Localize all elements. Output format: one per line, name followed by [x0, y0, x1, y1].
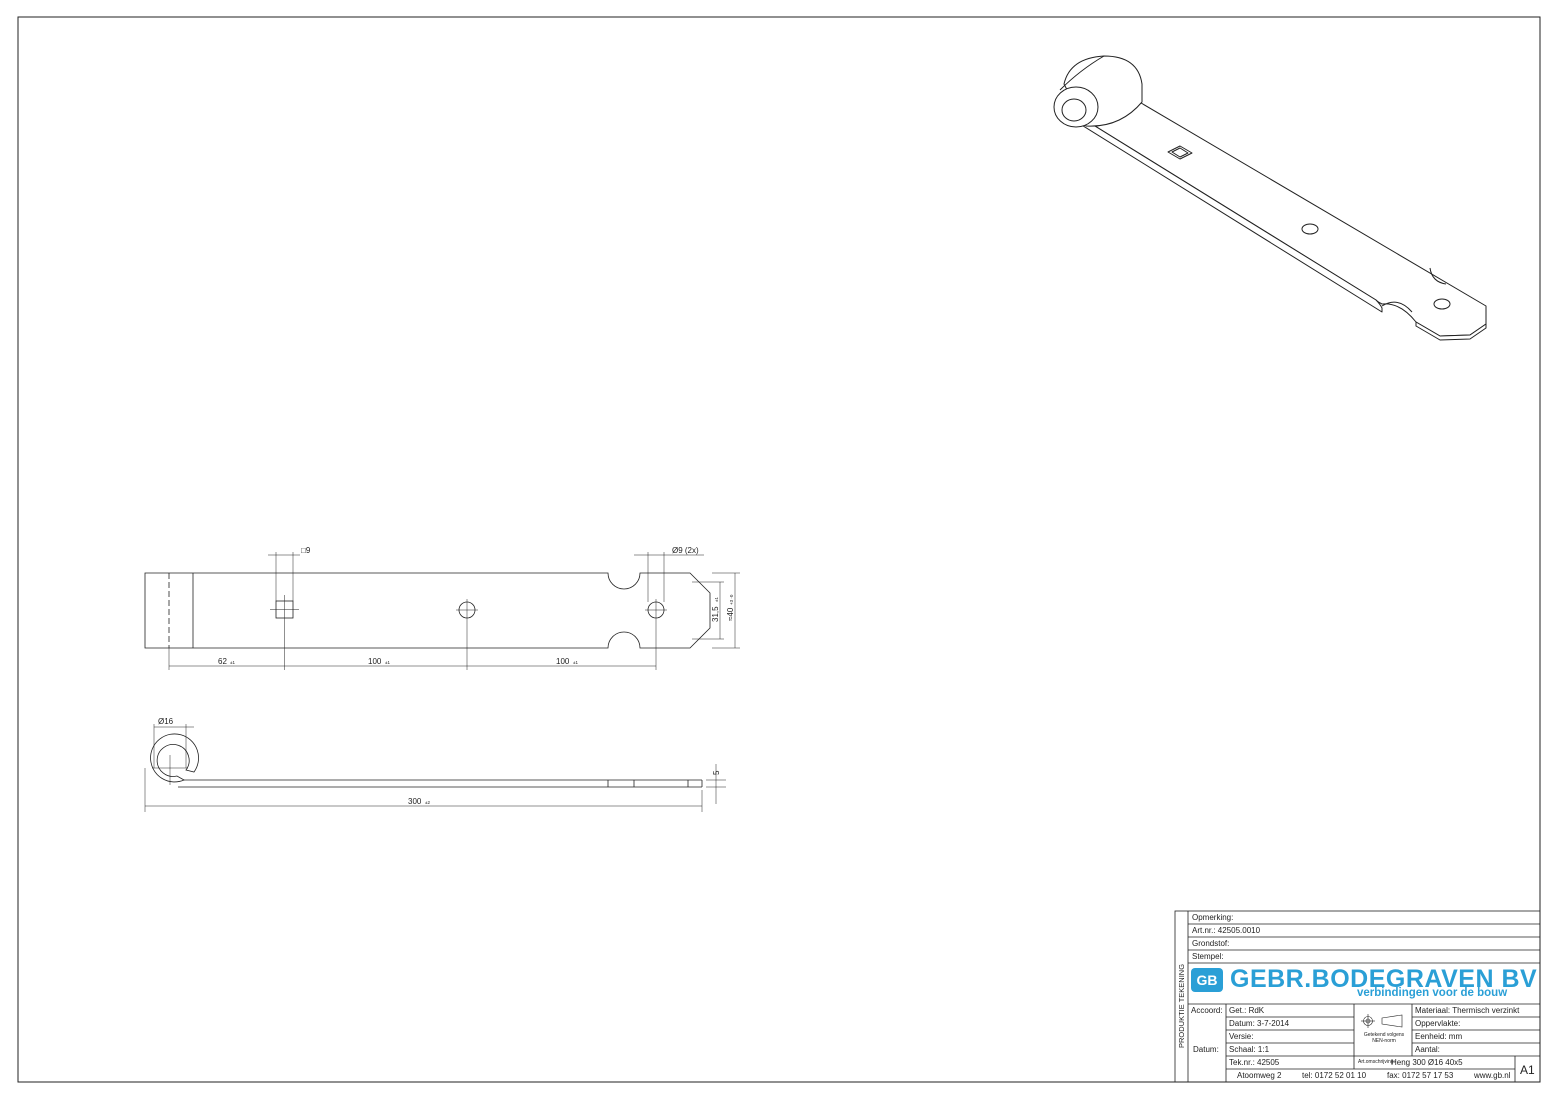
- drawing-number: Tek.nr.: 42505: [1229, 1058, 1280, 1067]
- side-view: [150, 733, 703, 788]
- stamp-field: Stempel:: [1192, 952, 1224, 961]
- dim-seg3: 100: [556, 657, 570, 666]
- unit-field: Eenheid: mm: [1415, 1032, 1463, 1041]
- company-phone: tel: 0172 52 01 10: [1302, 1071, 1367, 1080]
- isometric-view: [1053, 55, 1487, 341]
- remark-field: Opmerking:: [1192, 913, 1234, 922]
- article-description: Heng 300 Ø16 40x5: [1391, 1058, 1463, 1067]
- title-block-grid: [1174, 910, 1541, 1083]
- surface-field: Oppervlakte:: [1415, 1019, 1461, 1028]
- top-view-dimensions: [168, 552, 740, 670]
- drawing-date: Datum: 3-7-2014: [1229, 1019, 1290, 1028]
- dim-length: 300: [408, 797, 422, 806]
- approval-date-label: Datum:: [1193, 1045, 1219, 1054]
- approval-label: Accoord:: [1191, 1006, 1223, 1015]
- nen-norm-note: Getekend volgens NEN-norm: [1363, 1032, 1405, 1044]
- dim-seg1: 62: [218, 657, 227, 666]
- company-slogan: verbindingen voor de bouw: [1357, 987, 1508, 999]
- dim-width-inner: 31,5: [711, 606, 720, 622]
- scale-field: Schaal: 1:1: [1229, 1045, 1270, 1054]
- dim-seg2: 100: [368, 657, 382, 666]
- company-website: www.gb.nl: [1474, 1071, 1511, 1080]
- side-view-dimensions: [144, 724, 726, 812]
- dim-eye-diameter: Ø16: [158, 717, 174, 726]
- sheet-border: [17, 16, 1541, 1083]
- raw-material-field: Grondstof:: [1192, 939, 1230, 948]
- article-number: Art.nr.: 42505.0010: [1192, 926, 1261, 935]
- dim-thickness: 5: [712, 770, 721, 775]
- material-field: Materiaal: Thermisch verzinkt: [1415, 1006, 1520, 1015]
- version-field: Versie:: [1229, 1032, 1254, 1041]
- company-address: Atoomweg 2: [1237, 1071, 1282, 1080]
- dim-width-outer-tol: +3 -0: [729, 594, 734, 605]
- dim-width-outer: ≈40: [726, 607, 735, 621]
- projection-symbol-icon: [1361, 1014, 1403, 1028]
- company-name: GEBR.BODEGRAVEN BV: [1230, 965, 1538, 993]
- production-drawing-label: PRODUKTIE TEKENING: [1177, 963, 1186, 1048]
- dim-square-hole: □9: [301, 546, 311, 555]
- dim-seg1-tol: ±1: [230, 660, 235, 665]
- description-label: Art.omschrijving:: [1358, 1059, 1395, 1065]
- top-view: [144, 572, 711, 649]
- dim-length-tol: ±2: [425, 800, 430, 805]
- company-logo-icon: GB: [1191, 968, 1223, 992]
- dim-width-inner-tol: ±1: [714, 597, 719, 602]
- sheet-format: A1: [1520, 1063, 1535, 1077]
- dim-seg2-tol: ±1: [385, 660, 390, 665]
- dim-seg3-tol: ±1: [573, 660, 578, 665]
- dim-round-holes: Ø9 (2x): [672, 546, 699, 555]
- company-fax: fax: 0172 57 17 53: [1387, 1071, 1454, 1080]
- drawn-by: Get.: RdK: [1229, 1006, 1265, 1015]
- quantity-field: Aantal:: [1415, 1045, 1440, 1054]
